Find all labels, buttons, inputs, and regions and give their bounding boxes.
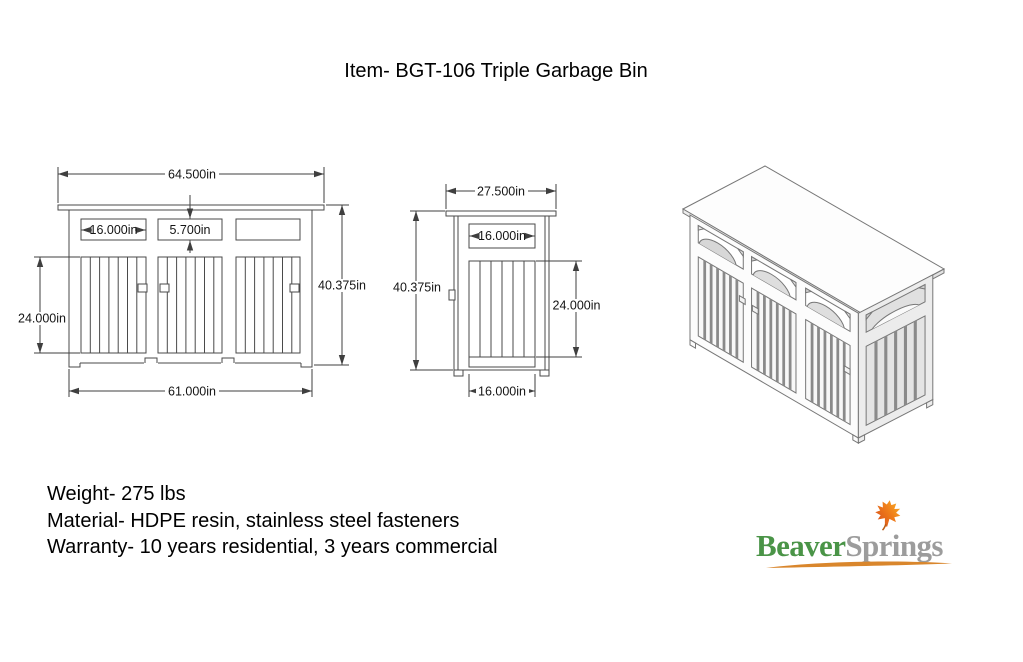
front-door-1	[80, 256, 147, 354]
maple-leaf-icon	[875, 500, 901, 531]
dim-front-base-width: 61.000in	[68, 369, 313, 399]
door-handle-2	[159, 283, 170, 293]
door-handle-3	[289, 283, 300, 293]
isometric-view-drawing	[648, 148, 993, 458]
dim-side-opening-width: 16.000in	[469, 229, 535, 243]
spec-material: Material- HDPE resin, stainless steel fa…	[47, 509, 460, 532]
iso-handle-1	[739, 296, 745, 305]
svg-text:16.000in: 16.000in	[478, 385, 526, 399]
iso-foot-front-left	[690, 340, 696, 348]
side-foot-right	[539, 369, 550, 377]
iso-front-face	[690, 215, 858, 443]
dim-side-top-depth: 27.500in	[445, 184, 557, 209]
svg-text:27.500in: 27.500in	[477, 185, 525, 199]
logo-text-springs: Springs	[845, 528, 943, 563]
spec-weight: Weight- 275 lbs	[47, 483, 186, 505]
dim-side-base-depth: 16.000in	[468, 374, 536, 399]
front-opening-3	[235, 218, 301, 241]
side-view-drawing: 27.500in 16.000in 40.375in 24.000in	[391, 184, 603, 399]
page-title: Item- BGT-106 Triple Garbage Bin	[344, 60, 648, 82]
brand-logo: BeaverSprings	[756, 500, 952, 568]
door-handle-1	[137, 283, 148, 293]
front-opening-1	[80, 218, 147, 241]
dim-front-opening-width: 16.000in	[81, 223, 146, 237]
logo-swoosh	[766, 561, 952, 568]
svg-text:40.375in: 40.375in	[318, 279, 366, 293]
iso-foot-end-front	[858, 435, 864, 443]
dim-side-panel-height: 24.000in	[536, 260, 603, 358]
dim-side-total-height: 40.375in	[391, 210, 453, 371]
spec-warranty: Warranty- 10 years residential, 3 years …	[47, 536, 498, 558]
side-latch	[448, 289, 456, 301]
dim-front-opening-height: 5.700in	[169, 195, 211, 253]
side-opening	[468, 223, 536, 249]
svg-text:61.000in: 61.000in	[168, 385, 216, 399]
front-view-drawing: 64.500in 16.000in 5.700in 40.375in	[18, 167, 370, 399]
front-door-3	[235, 256, 301, 354]
dim-front-door-height: 24.000in	[18, 256, 80, 354]
svg-text:16.000in: 16.000in	[478, 229, 526, 243]
dim-front-top-width: 64.500in	[57, 167, 325, 203]
front-opening-2	[157, 218, 223, 241]
iso-foot-end-back	[927, 400, 933, 408]
front-lid	[57, 204, 325, 211]
svg-text:16.000in: 16.000in	[90, 223, 138, 237]
iso-handle-3	[844, 366, 850, 375]
svg-text:24.000in: 24.000in	[18, 312, 66, 326]
front-door-2	[157, 256, 223, 354]
logo-wordmark: BeaverSprings	[756, 528, 943, 563]
logo-text-beaver: Beaver	[756, 528, 846, 563]
side-lid	[445, 210, 557, 217]
iso-handle-2	[752, 305, 758, 314]
svg-text:5.700in: 5.700in	[169, 223, 210, 237]
dim-front-total-height: 40.375in	[314, 204, 370, 366]
side-foot-left	[453, 369, 464, 377]
spec-text: Weight- 275 lbs Material- HDPE resin, st…	[47, 481, 498, 561]
iso-end-face	[858, 275, 932, 443]
svg-text:40.375in: 40.375in	[393, 281, 441, 295]
side-bottom-rail	[468, 356, 536, 368]
svg-text:24.000in: 24.000in	[553, 299, 601, 313]
svg-text:64.500in: 64.500in	[168, 168, 216, 182]
